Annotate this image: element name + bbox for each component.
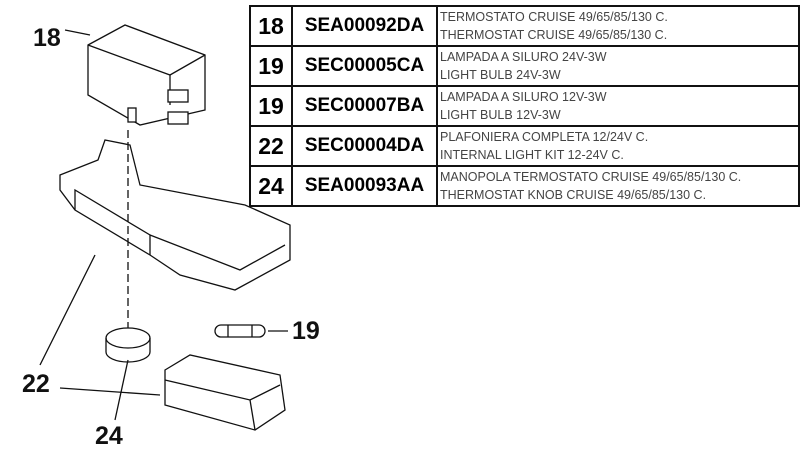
callout-24: 24 [95,422,123,450]
knob-part-24 [105,327,151,421]
table-row: 22 SEC00004DA PLAFONIERA COMPLETA 12/24V… [249,125,800,167]
part-number: 19 [249,45,293,87]
description-italian: LAMPADA A SILURO 12V-3W [440,90,607,104]
description-italian: PLAFONIERA COMPLETA 12/24V C. [440,130,649,144]
description-english: THERMOSTAT CRUISE 49/65/85/130 C. [440,28,668,42]
part-number: 22 [249,125,293,167]
table-row: 18 SEA00092DA TERMOSTATO CRUISE 49/65/85… [249,5,800,47]
part-number: 24 [249,165,293,207]
part-code: SEC00007BA [291,85,438,127]
part-code: SEC00005CA [291,45,438,87]
light-bulb-part-19 [214,324,288,338]
part-code: SEA00093AA [291,165,438,207]
part-code: SEC00004DA [291,125,438,167]
part-number: 18 [249,5,293,47]
part-number: 19 [249,85,293,127]
callout-18: 18 [33,24,61,52]
description-italian: LAMPADA A SILURO 24V-3W [440,50,607,64]
table-row: 24 SEA00093AA MANOPOLA TERMOSTATO CRUISE… [249,165,800,207]
thermostat-part-18 [64,24,206,126]
part-code: SEA00092DA [291,5,438,47]
description-english: THERMOSTAT KNOB CRUISE 49/65/85/130 C. [440,188,707,202]
part-description: TERMOSTATO CRUISE 49/65/85/130 C. THERMOS… [436,5,800,47]
part-description: PLAFONIERA COMPLETA 12/24V C. INTERNAL LI… [436,125,800,167]
parts-list-table: 18 SEA00092DA TERMOSTATO CRUISE 49/65/85… [249,5,800,207]
light-housing-part-22 [39,130,291,366]
description-english: LIGHT BULB 12V-3W [440,108,561,122]
callout-22: 22 [22,370,50,398]
description-italian: MANOPOLA TERMOSTATO CRUISE 49/65/85/130 … [440,170,742,184]
table-row: 19 SEC00007BA LAMPADA A SILURO 12V-3W LIG… [249,85,800,127]
part-description: MANOPOLA TERMOSTATO CRUISE 49/65/85/130 … [436,165,800,207]
description-english: INTERNAL LIGHT KIT 12-24V C. [440,148,624,162]
description-italian: TERMOSTATO CRUISE 49/65/85/130 C. [440,10,668,24]
part-description: LAMPADA A SILURO 12V-3W LIGHT BULB 12V-3W [436,85,800,127]
description-english: LIGHT BULB 24V-3W [440,68,561,82]
table-row: 19 SEC00005CA LAMPADA A SILURO 24V-3W LIG… [249,45,800,87]
part-description: LAMPADA A SILURO 24V-3W LIGHT BULB 24V-3W [436,45,800,87]
light-fixture-tray [59,354,286,431]
callout-19: 19 [292,317,320,345]
